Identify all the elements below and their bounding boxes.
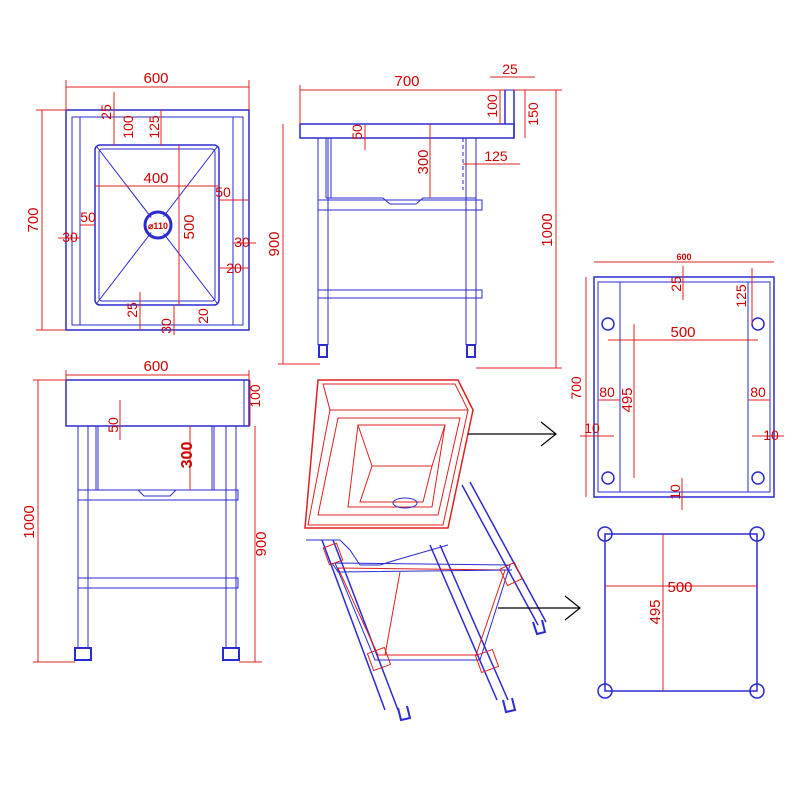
top-25-label: 25 (98, 104, 114, 120)
top-30-left-label: 30 (62, 229, 78, 245)
top-30-bottom-label: 30 (158, 318, 174, 334)
frame-10-right-label: 10 (763, 427, 779, 443)
frame-10-bottom-label: 10 (667, 484, 683, 500)
drain-diameter-label: ⌀110 (148, 221, 168, 231)
side-900-label: 900 (266, 231, 283, 256)
top-100-label: 100 (120, 115, 136, 139)
top-view: ⌀110 600 700 400 500 25 100 125 50 50 30… (25, 70, 256, 335)
top-20-bottom-label: 20 (195, 308, 211, 324)
top-30-right-label: 30 (234, 234, 250, 250)
isometric-view (304, 379, 547, 722)
front-900-label: 900 (253, 531, 270, 556)
top-50-right-label: 50 (215, 184, 231, 200)
top-50-left-label: 50 (80, 209, 96, 225)
side-1000-label: 1000 (539, 213, 556, 246)
frame-inner-width-label: 500 (670, 324, 695, 341)
bowl-width-label: 400 (143, 170, 168, 187)
frame-80-left-label: 80 (599, 384, 615, 400)
frame-25-label: 25 (668, 276, 684, 292)
bowl-depth-label: 500 (181, 214, 198, 239)
frame-width-label: 600 (676, 252, 691, 262)
front-100-label: 100 (247, 384, 263, 408)
frame-10-left-label: 10 (584, 420, 600, 436)
leg-inner-depth-label: 495 (647, 599, 664, 624)
frame-80-right-label: 80 (750, 384, 766, 400)
front-1000-label: 1000 (21, 505, 38, 538)
side-100-label: 100 (484, 94, 500, 118)
side-300-label: 300 (415, 149, 432, 174)
frame-depth-label: 700 (568, 376, 584, 400)
pointer-arrow-icon (498, 595, 581, 621)
side-125-label: 125 (484, 148, 508, 164)
frame-plan: 600 700 25 125 500 495 80 80 10 10 10 (568, 252, 784, 510)
top-20-right-label: 20 (226, 260, 242, 276)
top-width-label: 600 (143, 70, 168, 87)
side-width-label: 700 (394, 73, 419, 90)
leg-inner-width-label: 500 (667, 579, 692, 596)
top-depth-label: 700 (25, 207, 42, 232)
front-50-label: 50 (105, 417, 121, 433)
front-width-label: 600 (143, 358, 168, 375)
side-25-label: 25 (502, 61, 518, 77)
top-125-label: 125 (146, 115, 162, 139)
leg-plan: 500 495 (597, 526, 765, 699)
top-25-bottom-label: 25 (124, 302, 140, 318)
side-150-label: 150 (525, 102, 541, 126)
frame-inner-depth-label: 495 (619, 387, 636, 412)
frame-125-label: 125 (733, 284, 749, 308)
front-view: 600 100 50 300 1000 900 (21, 358, 270, 663)
pointer-arrow-icon (468, 421, 557, 447)
side-50-label: 50 (349, 124, 365, 140)
side-view: 700 25 100 150 50 300 125 900 1000 (266, 61, 562, 369)
front-300-label: 300 (179, 442, 196, 469)
